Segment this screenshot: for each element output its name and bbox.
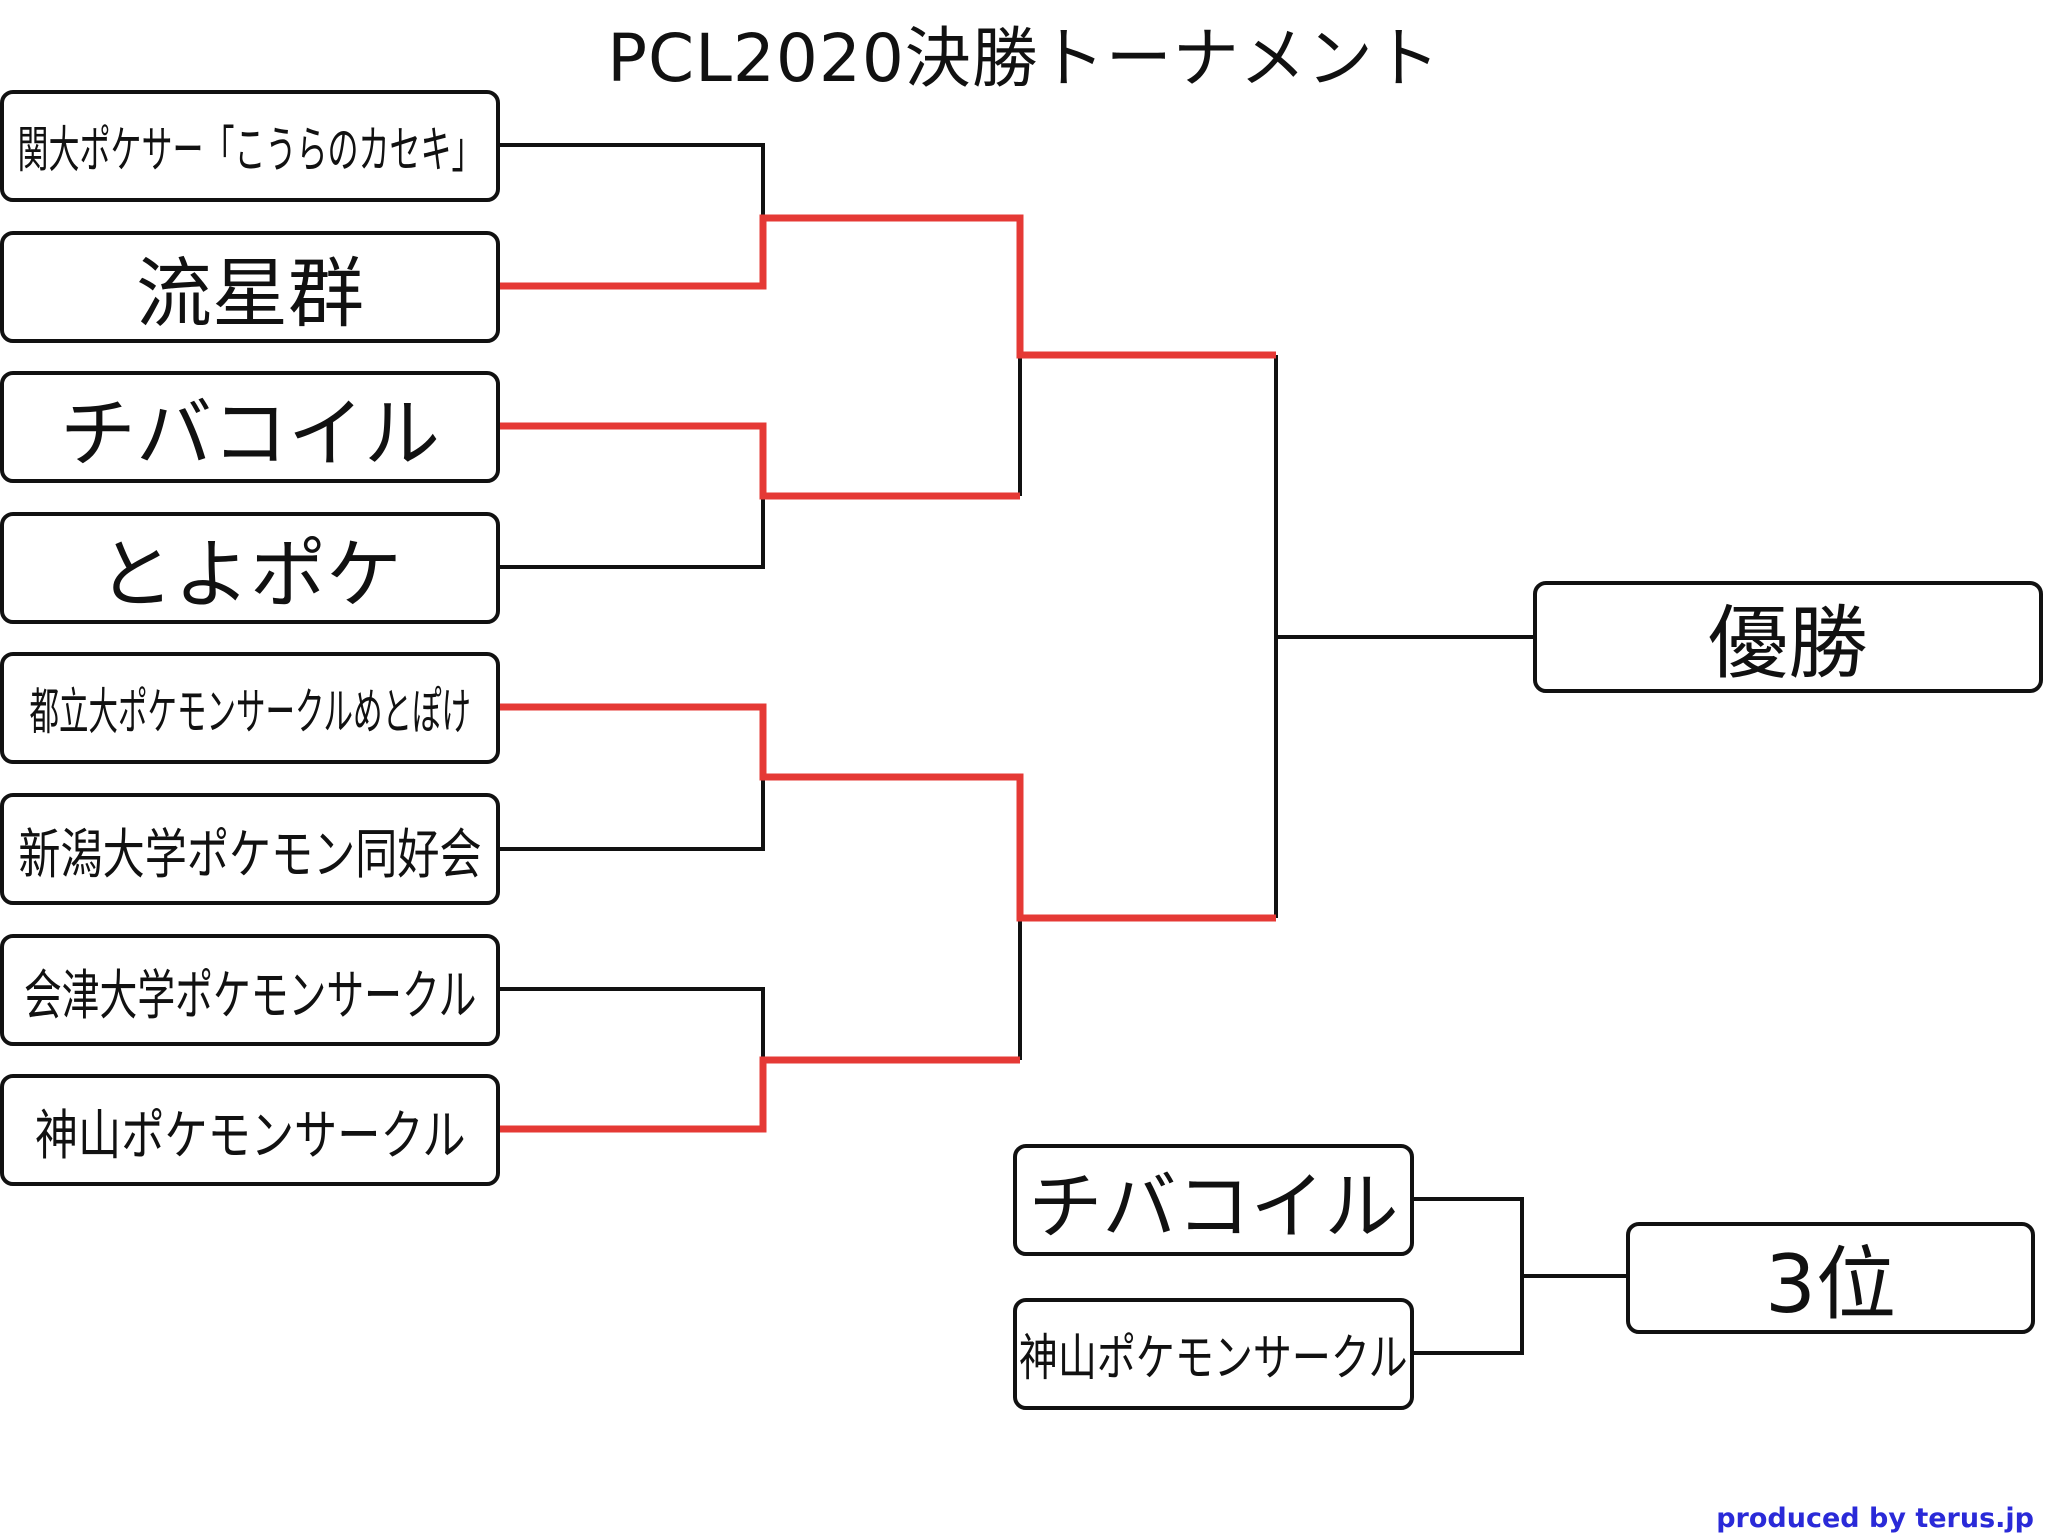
bracket-lines-red — [500, 214, 1276, 1133]
line-team1 — [500, 143, 765, 218]
team-label-5: 都立大ポケモンサークルめとぽけ — [29, 683, 471, 741]
line-3rd-lower — [1414, 1276, 1524, 1355]
team-box-1: 関大ポケサー「こうらのカセキ」 — [0, 90, 500, 202]
third-place-box: 3位 — [1626, 1222, 2035, 1334]
team-box-5: 都立大ポケモンサークルめとぽけ — [0, 652, 500, 764]
third-place-team-box-1: チバコイル — [1013, 1144, 1414, 1256]
third-place-label: 3位 — [1765, 1238, 1896, 1331]
team-label-2: 流星群 — [136, 249, 364, 338]
line-semi1-lower — [1018, 353, 1276, 496]
champion-label: 優勝 — [1708, 597, 1868, 690]
team-label-4: とよポケ — [98, 530, 402, 619]
win-line-team5 — [500, 703, 1276, 922]
team-label-6: 新潟大学ポケモン同好会 — [18, 822, 482, 886]
team-label-7: 会津大学ポケモンサークル — [23, 963, 477, 1027]
team-box-7: 会津大学ポケモンサークル — [0, 934, 500, 1046]
team-box-3: チバコイル — [0, 371, 500, 483]
credit-text: produced by terus.jp — [1716, 1503, 2034, 1534]
win-line-team2 — [500, 214, 1276, 359]
third-place-team-label-2: 神山ポケモンサークル — [1019, 1329, 1408, 1387]
line-team4 — [500, 496, 765, 569]
line-team7 — [500, 987, 765, 1060]
third-place-team-box-2: 神山ポケモンサークル — [1013, 1298, 1414, 1410]
line-team6 — [500, 777, 765, 851]
page-title: PCL2020決勝トーナメント — [607, 20, 1441, 97]
win-line-team3 — [500, 422, 1020, 500]
team-label-3: チバコイル — [60, 389, 440, 478]
team-box-2: 流星群 — [0, 231, 500, 343]
third-place-team-label-1: チバコイル — [1028, 1163, 1399, 1250]
team-box-8: 神山ポケモンサークル — [0, 1074, 500, 1186]
line-3rd-upper — [1414, 1197, 1524, 1276]
win-line-team8 — [500, 1056, 1020, 1133]
team-label-1: 関大ポケサー「こうらのカセキ」 — [17, 121, 483, 179]
champion-box: 優勝 — [1533, 581, 2043, 693]
team-label-8: 神山ポケモンサークル — [34, 1103, 466, 1167]
team-box-6: 新潟大学ポケモン同好会 — [0, 793, 500, 905]
team-box-4: とよポケ — [0, 512, 500, 624]
bracket-lines-black — [500, 143, 1626, 1355]
